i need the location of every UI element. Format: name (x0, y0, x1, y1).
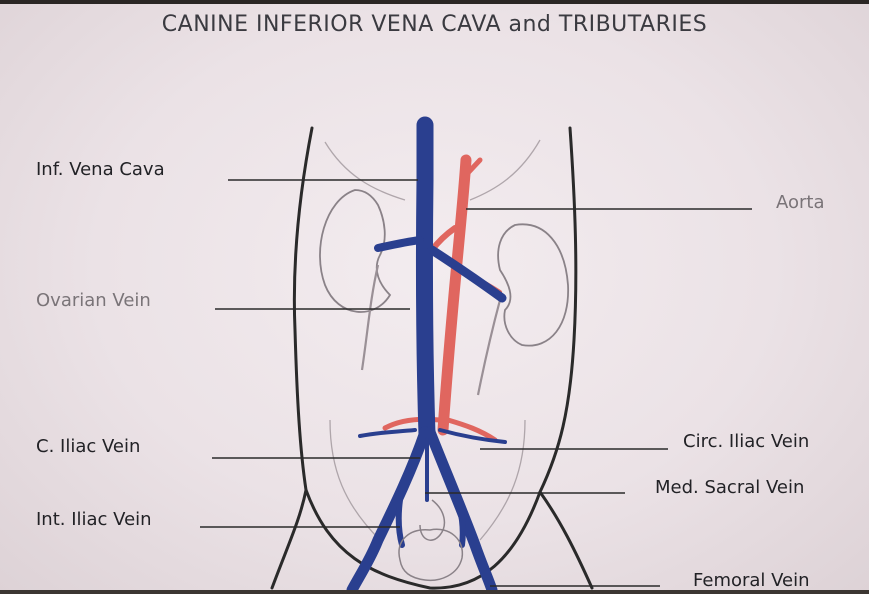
right-kidney (498, 224, 568, 345)
label-c-iliac-vein: C. Iliac Vein (36, 436, 140, 457)
aorta-group (385, 160, 500, 440)
slide-frame-bottom (0, 590, 869, 594)
body-outline-right (540, 128, 592, 588)
pelvic-wall-left (330, 420, 380, 540)
aorta-trunk (443, 160, 466, 430)
left-ovarian-vessel (362, 265, 378, 370)
kidneys (320, 190, 568, 346)
diagram-title: CANINE INFERIOR VENA CAVA and TRIBUTARIE… (0, 12, 869, 37)
rectum-loop (420, 500, 444, 540)
body-outline-left (272, 128, 312, 588)
label-circ-iliac-vein: Circ. Iliac Vein (683, 431, 809, 452)
leader-lines (200, 180, 752, 586)
pelvic-organs (399, 500, 462, 580)
circumflex-iliac-right (440, 430, 505, 442)
label-int-iliac-vein: Int. Iliac Vein (36, 509, 152, 530)
bladder-outline (399, 529, 462, 580)
label-ovarian-vein: Ovarian Vein (36, 290, 151, 311)
diaphragm-right (470, 140, 540, 200)
label-femoral-vein: Femoral Vein (693, 570, 810, 591)
renal-vein-right (432, 250, 502, 298)
internal-iliac-left (399, 500, 402, 545)
right-ovarian-vessel (478, 300, 500, 395)
ivc-trunk (424, 125, 427, 435)
label-aorta: Aorta (776, 192, 825, 213)
circumflex-iliac-left (360, 430, 415, 436)
renal-artery-left (432, 228, 455, 250)
common-iliac-left (352, 432, 425, 590)
internal-iliac-right (458, 500, 463, 545)
label-inf-vena-cava: Inf. Vena Cava (36, 159, 165, 180)
label-med-sacral-vein: Med. Sacral Vein (655, 477, 804, 498)
